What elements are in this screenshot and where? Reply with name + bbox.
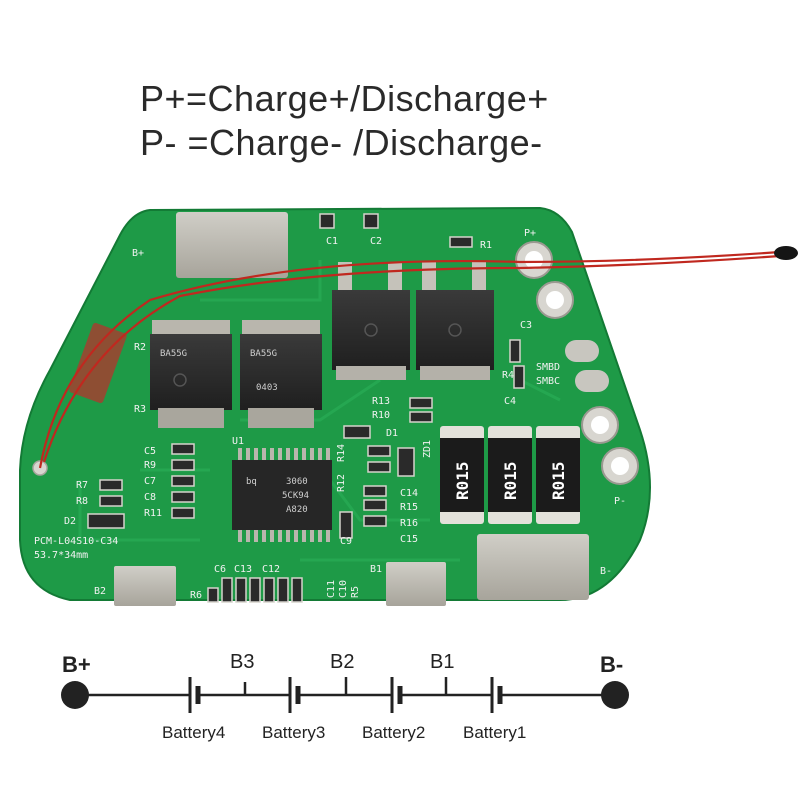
mosfet-left-1: [150, 320, 232, 428]
silk-bminus: B-: [600, 566, 612, 577]
silk-d1: D1: [386, 428, 398, 439]
silk-c6: C6: [214, 564, 226, 575]
silk-smbd: SMBD: [536, 362, 560, 373]
silk-r2: R2: [134, 342, 146, 353]
silk-c15: C15: [400, 534, 418, 545]
silk-zd1: ZD1: [422, 440, 433, 458]
silk-r15: R15: [400, 502, 418, 513]
silk-c3: C3: [520, 320, 532, 331]
ic-line1: bq: [246, 477, 257, 487]
shunt-resistor-3: [536, 426, 580, 524]
mosfet-1-marking: BA55G: [160, 349, 187, 359]
silk-model: PCM-L04S10-C34: [34, 536, 118, 547]
silk-pplus: P+: [524, 228, 536, 239]
silk-r9: R9: [144, 460, 156, 471]
pad-bplus: [176, 212, 288, 278]
pad-smbd: [565, 340, 599, 362]
silk-b1: B1: [370, 564, 382, 575]
silk-r1: R1: [480, 240, 492, 251]
silk-c1: C1: [326, 236, 338, 247]
ic-line2: 3060: [286, 477, 308, 487]
mosfet-2-marking2: 0403: [256, 383, 278, 393]
silk-r6: R6: [190, 590, 202, 601]
silk-b2: B2: [94, 586, 106, 597]
diagram-bplus-label: B+: [62, 652, 91, 677]
shunt-1-marking: R015: [453, 461, 472, 500]
mosfet-right-2: [416, 262, 494, 380]
silk-c11: C11: [326, 580, 337, 598]
silk-d2: D2: [64, 516, 76, 527]
silk-c8: C8: [144, 492, 156, 503]
silk-r7: R7: [76, 480, 88, 491]
silk-r10: R10: [372, 410, 390, 421]
silk-r3: R3: [134, 404, 146, 415]
ic-line4: A820: [286, 505, 308, 515]
silk-r12: R12: [336, 474, 347, 492]
pad-b1: [386, 562, 446, 606]
terminal-bplus: [61, 681, 89, 709]
silk-c13: C13: [234, 564, 252, 575]
silk-r16: R16: [400, 518, 418, 529]
silk-c10: C10: [338, 580, 349, 598]
silk-c14: C14: [400, 488, 418, 499]
battery3-label: Battery3: [262, 723, 325, 742]
silk-bplus: B+: [132, 248, 144, 259]
silk-r14: R14: [336, 444, 347, 462]
terminal-bminus: [601, 681, 629, 709]
mosfet-right-1: [332, 262, 410, 380]
pad-bminus: [477, 534, 589, 600]
shunt-resistor-2: [488, 426, 532, 524]
mosfet-2-marking: BA55G: [250, 349, 277, 359]
shunt-2-marking: R015: [501, 461, 520, 500]
battery4-label: Battery4: [162, 723, 225, 742]
shunt-resistor-1: [440, 426, 484, 524]
silk-r11: R11: [144, 508, 162, 519]
diagram-bminus-label: B-: [600, 652, 623, 677]
silk-c4: C4: [504, 396, 516, 407]
silk-smbc: SMBC: [536, 376, 560, 387]
ic-line3: 5CK94: [282, 491, 309, 501]
battery1-label: Battery1: [463, 723, 526, 742]
legend-line-pplus: P+=Charge+/Discharge+: [140, 78, 549, 119]
thermistor-wire: [38, 250, 781, 469]
silk-c2: C2: [370, 236, 382, 247]
shunt-3-marking: R015: [549, 461, 568, 500]
silk-r8: R8: [76, 496, 88, 507]
battery2-label: Battery2: [362, 723, 425, 742]
silk-r4: R4: [502, 370, 514, 381]
silk-u1: U1: [232, 436, 244, 447]
tap-b3-label: B3: [230, 651, 254, 673]
silk-r5: R5: [350, 586, 361, 598]
ic-u1: [232, 448, 332, 542]
tap-b1-label: B1: [430, 651, 454, 673]
mosfet-left-2: [240, 320, 322, 428]
silk-c7: C7: [144, 476, 156, 487]
battery-diagram: [61, 677, 629, 713]
legend-line-pminus: P- =Charge- /Discharge-: [140, 122, 543, 163]
tap-b2-label: B2: [330, 651, 354, 673]
silk-c9: C9: [340, 536, 352, 547]
silk-c12: C12: [262, 564, 280, 575]
silk-pminus: P-: [614, 496, 626, 507]
pad-b2: [114, 566, 176, 606]
thermistor-bead: [774, 246, 798, 260]
silk-size: 53.7*34mm: [34, 550, 88, 561]
silk-r13: R13: [372, 396, 390, 407]
pad-smbc: [575, 370, 609, 392]
silk-c5: C5: [144, 446, 156, 457]
